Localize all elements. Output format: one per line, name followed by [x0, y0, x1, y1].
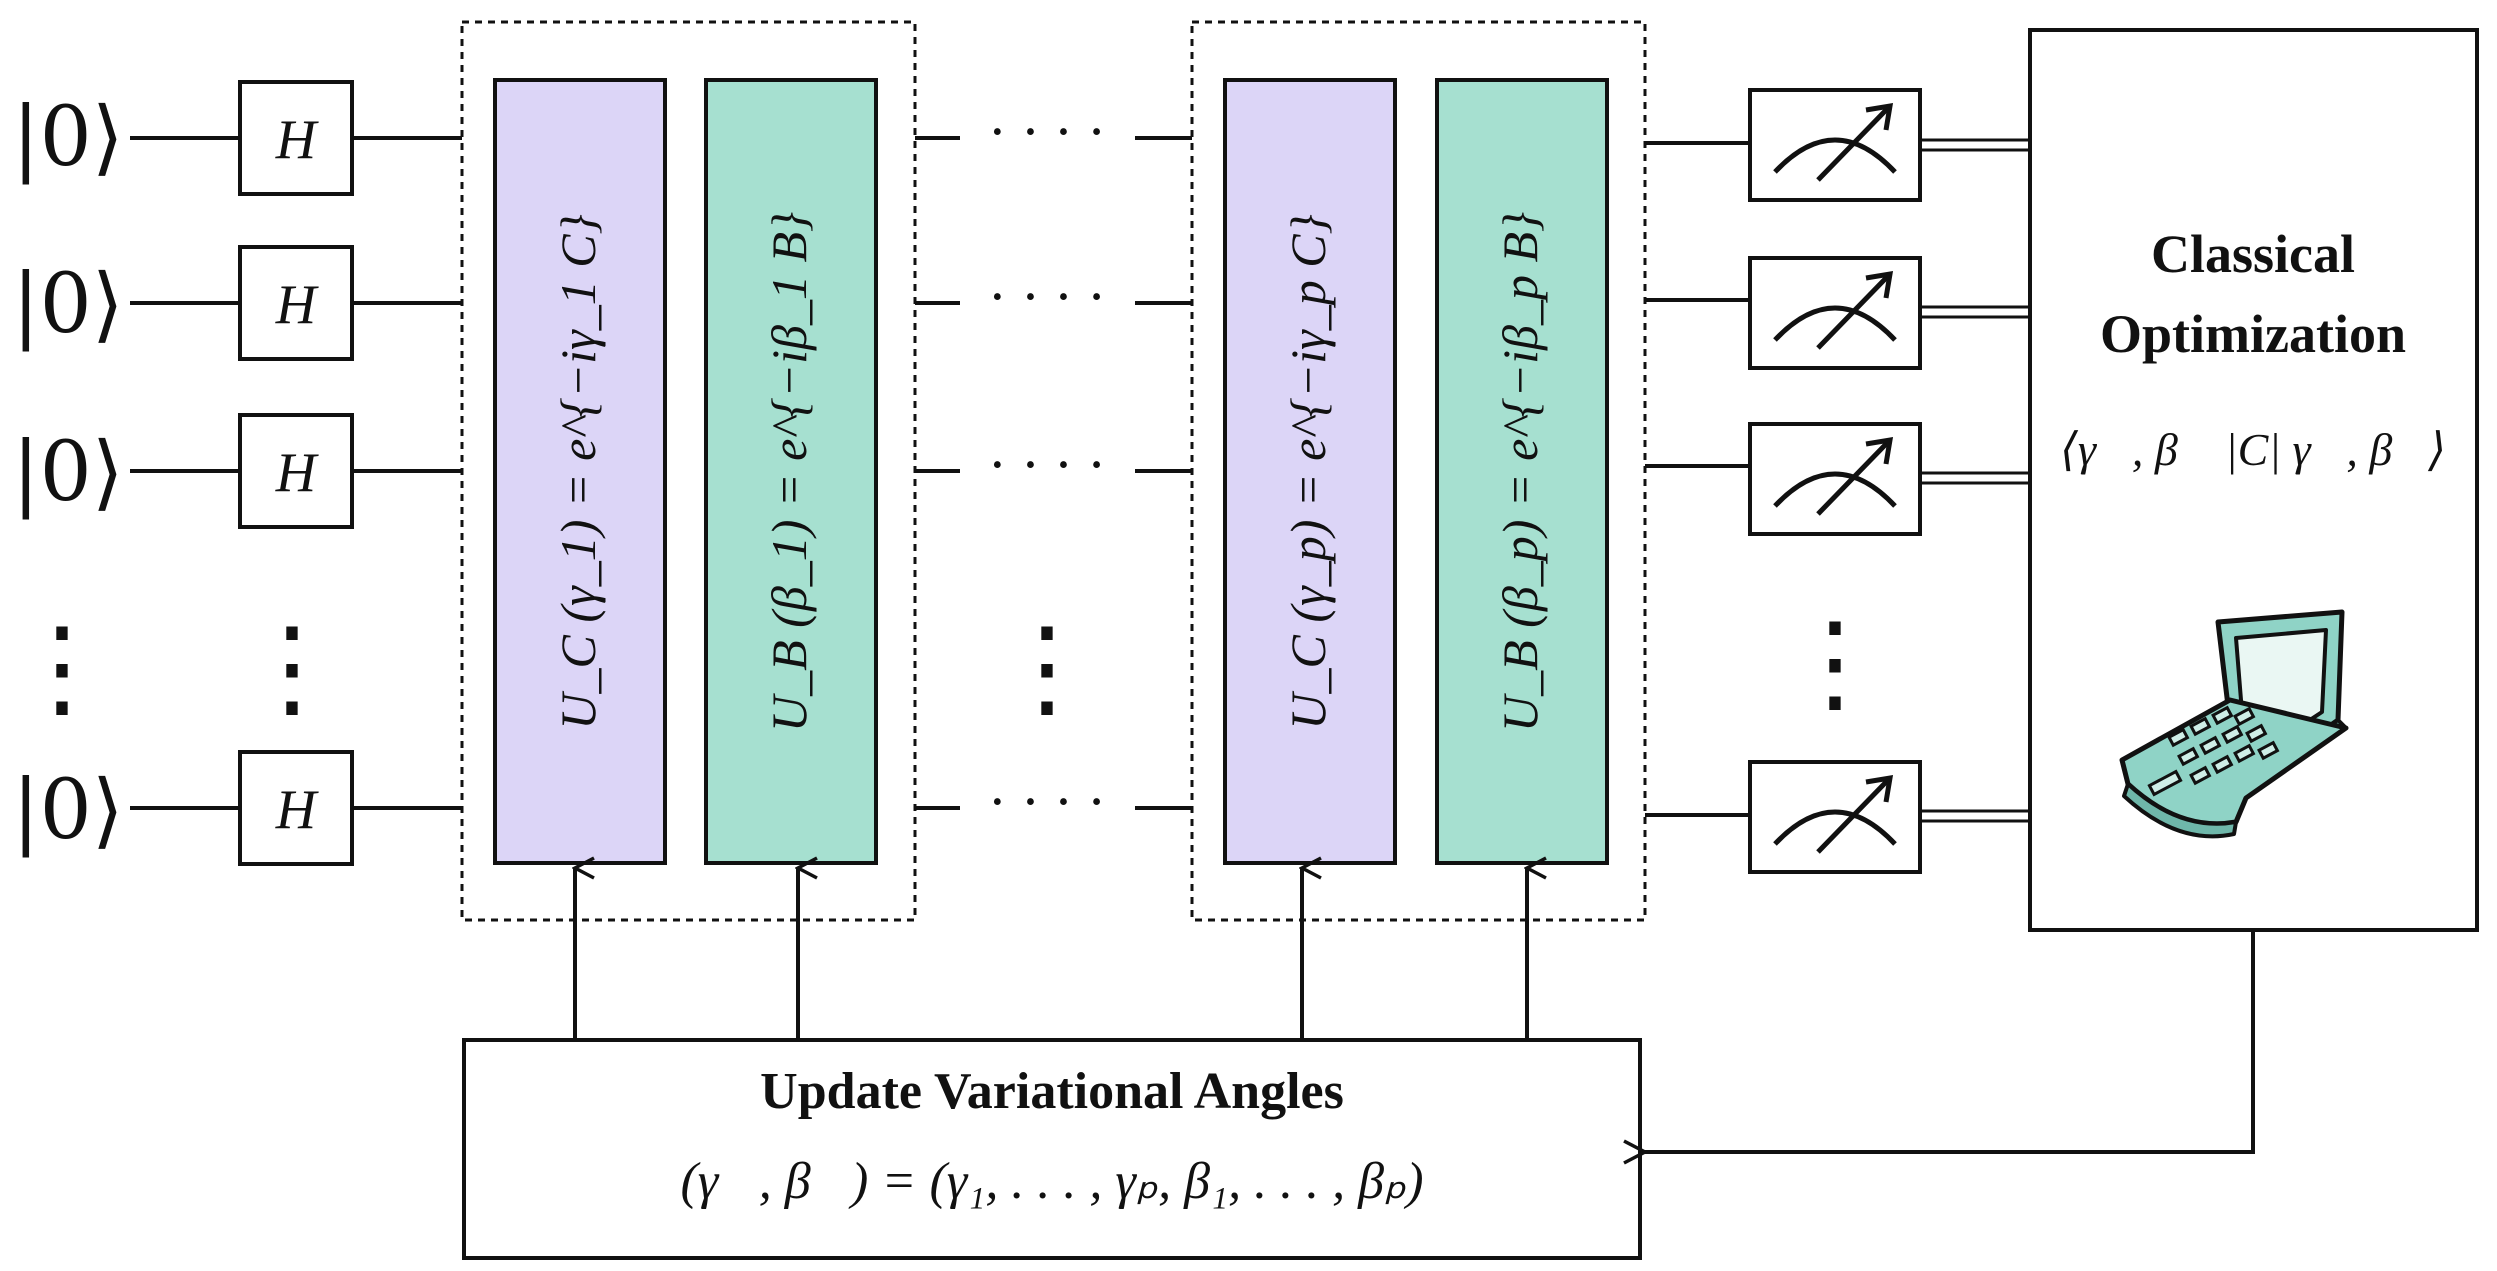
- ub-gate-p-label: U_B (β_p) = e^{−iβ_p B}: [1492, 212, 1548, 732]
- wire-dots-1: · · · ·: [989, 103, 1105, 163]
- classical-optimization-box: Classical Optimization ⟨γ⃗, β⃗ |C| γ⃗, β…: [2028, 28, 2479, 932]
- update-title: Update Variational Angles: [760, 1063, 1344, 1120]
- ket-zero-1: |0⟩: [12, 90, 124, 185]
- wire-dots-2: · · · ·: [989, 268, 1105, 328]
- vdots-measurements: ⋮: [1780, 598, 1890, 726]
- measurement-box-4: [1748, 760, 1922, 874]
- qubit-row-2: |0⟩ H · · · ·: [12, 245, 1750, 361]
- meter-icon: [1773, 137, 1897, 174]
- laptop-icon: [2119, 609, 2349, 839]
- hadamard-label-4: H: [275, 779, 319, 841]
- measurement-3: [1748, 422, 2030, 536]
- hadamard-gate-2: [238, 245, 354, 361]
- vdots-middle: ⋮: [992, 603, 1102, 731]
- classical-title-line1: Classical: [2151, 224, 2355, 284]
- vdots-kets: ⋮: [7, 603, 117, 731]
- hadamard-label-3: H: [275, 442, 319, 504]
- ub-gate-p: [1435, 78, 1609, 865]
- update-formula: (γ⃗, β⃗) = (γ₁, . . . , γₚ, β₁, . . . , …: [680, 1153, 1423, 1210]
- hadamard-gate-4: [238, 750, 354, 866]
- uc-gate-1: [493, 78, 667, 865]
- qubit-row-1: |0⟩ H · · · ·: [12, 80, 1750, 196]
- measurement-1: [1748, 88, 2030, 202]
- meter-icon: [1773, 471, 1897, 508]
- uc-gate-p-label: U_C (γ_p) = e^{−iγ_p C}: [1280, 214, 1336, 729]
- hadamard-label-2: H: [275, 274, 319, 336]
- classical-title-line2: Optimization: [2100, 304, 2406, 364]
- layer-p-dashed-frame: [1190, 20, 1647, 922]
- meter-icon: [1773, 809, 1897, 846]
- measurement-2: [1748, 256, 2030, 370]
- ket-zero-2: |0⟩: [12, 257, 124, 352]
- layer-1: U_C (γ_1) = e^{−iγ_1 C} U_B (β_1) = e^{−…: [460, 20, 917, 922]
- expectation-value: ⟨γ⃗, β⃗ |C| γ⃗, β⃗⟩: [2060, 424, 2446, 475]
- vdots-hadamards: ⋮: [237, 603, 347, 731]
- measurement-box-1: [1748, 88, 1922, 202]
- hadamard-gate-3: [238, 413, 354, 529]
- measurement-box-2: [1748, 256, 1922, 370]
- wire-dots-3: · · · ·: [989, 436, 1105, 496]
- ket-zero-4: |0⟩: [12, 763, 124, 858]
- uc-gate-1-label: U_C (γ_1) = e^{−iγ_1 C}: [550, 214, 606, 729]
- uc-gate-p: [1223, 78, 1397, 865]
- measurement-box-3: [1748, 422, 1922, 536]
- hadamard-label-1: H: [275, 109, 319, 171]
- layer-p: U_C (γ_p) = e^{−iγ_p C} U_B (β_p) = e^{−…: [1190, 20, 1647, 922]
- wire-dots-4: · · · ·: [989, 773, 1105, 833]
- feedback-arrow: [1645, 930, 2255, 1152]
- layer-1-dashed-frame: [460, 20, 917, 922]
- meter-icon: [1773, 305, 1897, 342]
- qubit-row-4: |0⟩ H · · · ·: [12, 750, 1750, 866]
- ket-zero-3: |0⟩: [12, 425, 124, 520]
- ub-gate-1: [704, 78, 878, 865]
- hadamard-gate-1: [238, 80, 354, 196]
- qubit-row-3: |0⟩ H · · · ·: [12, 413, 1750, 529]
- measurement-4: [1748, 760, 2030, 874]
- ub-gate-1-label: U_B (β_1) = e^{−iβ_1 B}: [761, 212, 817, 732]
- update-angles-box: Update Variational Angles (γ⃗, β⃗) = (γ₁…: [462, 1038, 1642, 1260]
